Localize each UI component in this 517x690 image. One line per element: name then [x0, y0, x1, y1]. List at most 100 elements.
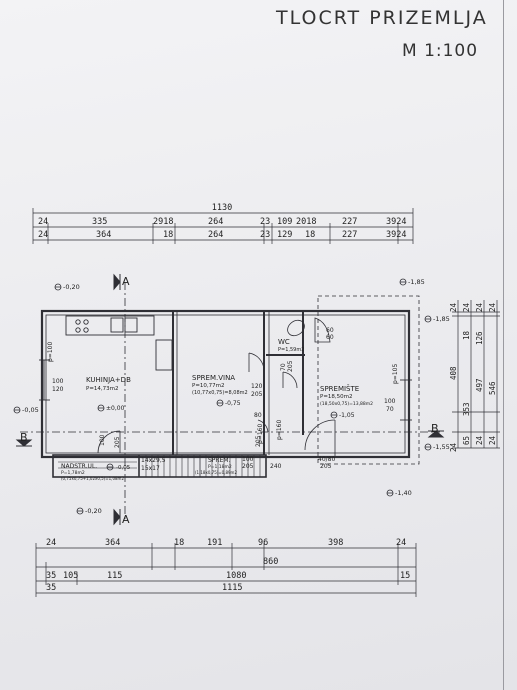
- bottom-dimension-lines: [35, 543, 417, 597]
- dashed-outline: [317, 295, 420, 465]
- drawing-title: TLOCRT PRIZEMLJA: [276, 7, 488, 29]
- bdim-r3-0: 35: [46, 583, 56, 593]
- level-right-lower: -1,55: [433, 443, 450, 451]
- wine-door-w: 120: [251, 383, 263, 390]
- top-dim-r2-1: 364: [96, 230, 111, 240]
- wine-door2-h2: 205: [255, 435, 262, 447]
- rdim-c2-1: 18: [462, 330, 471, 340]
- stair-storage-calc: (1,18x0,75)=0,89m2: [195, 470, 237, 475]
- wc-fixtures: [287, 317, 331, 343]
- top-dim-r2-0: 24: [38, 230, 48, 240]
- right-dimension-lines: [452, 300, 500, 449]
- level-top-left: -0,20: [63, 283, 80, 291]
- top-dimension-lines: [32, 208, 414, 244]
- level-markers: [13, 278, 432, 515]
- bdim-r1-sub: 860: [263, 557, 278, 567]
- section-a-marker-top: [113, 273, 121, 291]
- wine-name: SPREM.VINA: [192, 374, 235, 382]
- top-dim-r2-2: 18: [163, 230, 173, 240]
- wine-door2-w: 80: [254, 412, 262, 419]
- rdim-c4-0: 24: [488, 302, 497, 312]
- bdim-r2-0: 35: [46, 571, 56, 581]
- section-b-marker-left: [15, 439, 33, 447]
- kitchen-counter: [65, 315, 173, 371]
- storage-window: [400, 379, 412, 421]
- level-bottom-left: -0,20: [85, 507, 102, 515]
- wine-door2-h: p=160: [276, 420, 283, 440]
- top-dim-r1-2: 2918: [153, 217, 173, 227]
- top-dim-r1-4: 23: [260, 217, 270, 227]
- stair-storage-area: P=1,18m2: [208, 464, 232, 470]
- stair-dim: 240: [270, 463, 282, 470]
- top-dim-r2-3: 264: [208, 230, 223, 240]
- section-a-label-top: A: [122, 275, 130, 288]
- rdim-c1-2: 24: [449, 442, 458, 452]
- canopy-level: -0,05: [116, 465, 131, 471]
- wc-door-w: 70: [280, 363, 287, 371]
- stair-storage-name: SPREM.: [208, 457, 231, 464]
- rdim-c2-2: 353: [462, 402, 471, 416]
- top-dim-total: 1130: [212, 203, 232, 213]
- bdim-r1-0: 24: [46, 538, 56, 548]
- top-dim-r2-4: 23: [260, 230, 270, 240]
- top-dim-r2-7: 227: [342, 230, 357, 240]
- wc-window-s: 60: [326, 327, 334, 334]
- storage-name: SPREMIŠTE: [320, 384, 359, 393]
- sheet-margin-line: [503, 0, 504, 690]
- rdim-c2-0: 24: [462, 302, 471, 312]
- wine-door2-p: p=160: [257, 424, 264, 444]
- rdim-c3-1: 126: [475, 331, 484, 345]
- top-dim-r1-3: 264: [208, 217, 223, 227]
- bdim-r2-2: 115: [107, 571, 122, 581]
- kitchen-window-p: p=100: [47, 342, 54, 362]
- kitchen-area: P=14,73m2: [86, 386, 119, 392]
- wc-name: WC: [278, 338, 290, 346]
- kitchen-window-w: 100: [52, 378, 64, 385]
- top-dim-r2-8: 3924: [386, 230, 406, 240]
- top-dim-r2-5: 129: [277, 230, 292, 240]
- wc-window-h: 60: [326, 334, 334, 341]
- kitchen-door-w: 100: [99, 434, 106, 446]
- store-door-h: 205: [320, 463, 332, 470]
- top-dim-r1-8: 3924: [386, 217, 406, 227]
- wine-area: P=10,77m2: [192, 383, 225, 389]
- wc-door-h: 205: [287, 360, 294, 372]
- wine-calc: (10,77x0,75)=8,08m2: [192, 390, 248, 396]
- rdim-c1-1: 408: [449, 366, 458, 380]
- storage-level: -1,05: [339, 412, 355, 419]
- wc-area: P=1,59m2: [278, 347, 304, 353]
- store-door-w: 40/80: [318, 456, 335, 463]
- wine-level: -0,75: [225, 400, 241, 407]
- kitchen-window-h: 120: [52, 386, 64, 393]
- stair-1: 14x29,5: [141, 457, 166, 464]
- stair-2: 15x17: [141, 465, 160, 472]
- bdim-r1-1: 364: [105, 538, 120, 548]
- rdim-c4-1: 546: [488, 381, 497, 395]
- kitchen-window: [39, 359, 50, 401]
- section-a-label-bottom: A: [122, 513, 130, 526]
- kitchen-name: KUHINJA+DB: [86, 376, 131, 384]
- bdim-r2-3: 1080: [226, 571, 246, 581]
- bdim-r1-6: 24: [396, 538, 406, 548]
- top-dim-r1-6: 2018: [296, 217, 316, 227]
- small-205: 205: [242, 463, 254, 470]
- bdim-r2-4: 15: [400, 571, 410, 581]
- section-b-label-left: B: [20, 431, 28, 444]
- bdim-r3-1: 1115: [222, 583, 242, 593]
- canopy-area: P=1,78m2: [61, 470, 85, 476]
- rdim-c2-3: 65: [462, 436, 471, 445]
- rdim-c3-2: 497: [475, 378, 484, 392]
- section-a-marker-bottom: [113, 508, 121, 526]
- bdim-r1-2: 18: [174, 538, 184, 548]
- level-bottom-right: -1,40: [395, 489, 412, 497]
- front-annex: [52, 454, 267, 478]
- store-window-h: 70: [386, 406, 394, 413]
- top-dim-r1-1: 335: [92, 217, 107, 227]
- rdim-c3-3: 24: [475, 435, 484, 445]
- section-b-label-right: B: [431, 422, 439, 435]
- kitchen-level: ±0,00: [106, 405, 125, 412]
- canopy-calc: (0,75x0,75+1,02x0,5)=1,08m2: [61, 476, 124, 481]
- door-swings: [97, 352, 336, 456]
